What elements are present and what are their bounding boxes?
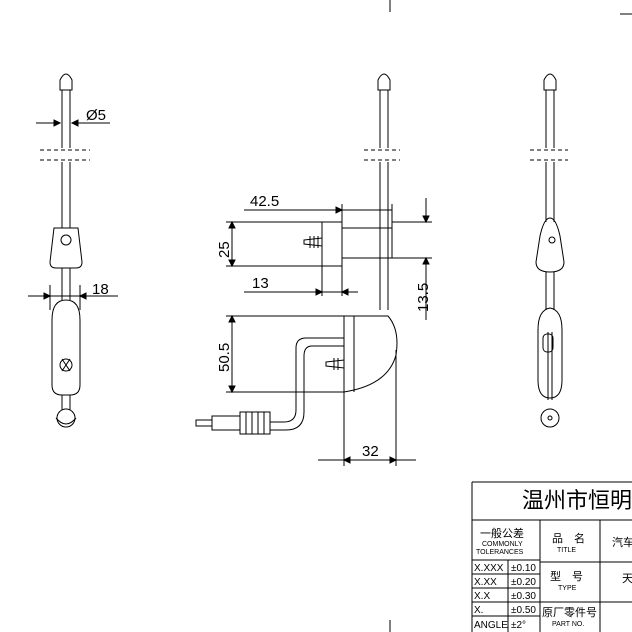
type-label-cn: 型 号 — [550, 569, 583, 583]
dim-32: 32 — [362, 443, 379, 460]
title-value: 汽车 — [612, 535, 632, 549]
dim-18: 18 — [92, 281, 109, 298]
tol-val-5: ±2° — [511, 620, 526, 631]
antenna-tip-right — [543, 73, 557, 91]
antenna-tip-left — [59, 73, 73, 91]
dim-50-5: 50.5 — [216, 343, 233, 372]
cable — [270, 337, 344, 423]
tol-val-2: ±0.20 — [511, 577, 536, 588]
handle-left — [51, 299, 81, 396]
clip-screw — [303, 237, 323, 247]
tol-key-1: X.XXX — [474, 563, 504, 574]
connector — [239, 411, 271, 435]
type-label-en: TYPE — [558, 585, 577, 592]
left-view — [28, 73, 118, 428]
tol-key-5: ANGLE — [474, 620, 508, 631]
part-label-en: PART NO. — [552, 621, 584, 628]
tol-val-4: ±0.50 — [511, 605, 536, 616]
tol-key-3: X.X — [474, 591, 490, 602]
tol-val-1: ±0.10 — [511, 563, 536, 574]
base-housing — [343, 315, 398, 393]
mount-ball-right — [540, 408, 560, 428]
antenna-tip-middle — [377, 73, 391, 91]
dim-25: 25 — [216, 241, 233, 258]
dim-13-5: 13.5 — [415, 283, 432, 312]
clip-right — [535, 217, 565, 273]
mount-ball-left — [56, 408, 76, 428]
right-view — [530, 73, 568, 428]
title-label-en: TITLE — [557, 547, 576, 554]
part-label-cn: 原厂零件号 — [542, 606, 597, 619]
tolerance-header-en1: COMMONLY — [482, 541, 523, 548]
clip-block — [321, 221, 343, 267]
clip-left — [49, 227, 83, 269]
dim-42-5: 42.5 — [250, 193, 279, 210]
handle-right — [537, 307, 563, 399]
dim-13: 13 — [252, 275, 269, 292]
middle-view — [195, 73, 432, 466]
tolerance-header-cn: 一般公差 — [480, 526, 524, 540]
type-value: 天 — [622, 572, 632, 585]
dim-diameter: Ø5 — [86, 107, 106, 124]
title-label-cn: 品 名 — [552, 531, 585, 545]
tolerance-header-en2: TOLERANCES — [476, 549, 524, 556]
connector-pin — [195, 419, 213, 427]
tol-key-2: X.XX — [474, 577, 497, 588]
title-block — [471, 481, 632, 632]
tol-val-3: ±0.30 — [511, 591, 536, 602]
tol-key-4: X. — [474, 605, 483, 616]
company-name: 温州市恒明 — [522, 489, 632, 514]
